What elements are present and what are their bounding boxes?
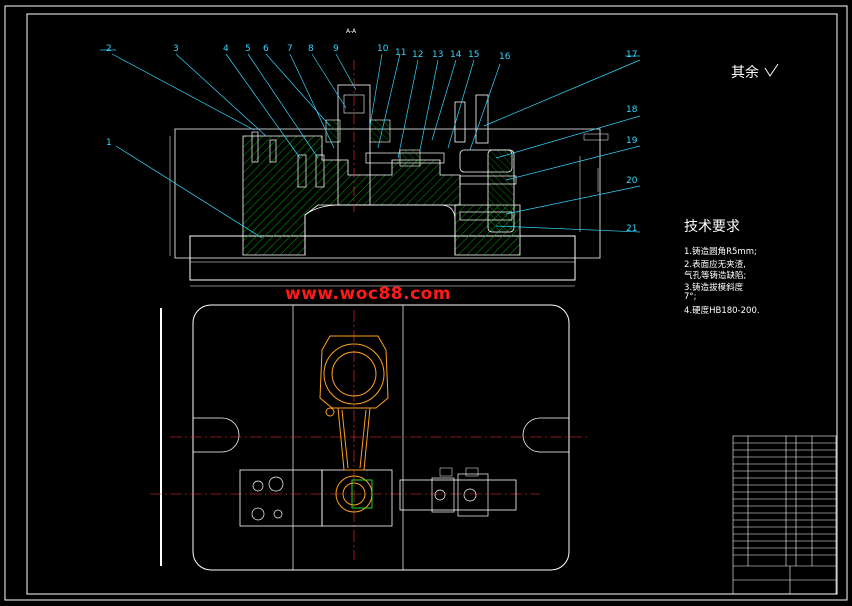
roughness-label: 其余 — [731, 65, 759, 81]
part-number-7: 7 — [287, 44, 293, 54]
part-number-13: 13 — [432, 50, 444, 60]
tech-requirement-1: 1.铸造圆角R5mm; — [684, 247, 757, 257]
part-number-15: 15 — [468, 50, 480, 60]
part-number-8: 8 — [308, 44, 314, 54]
part-number-11: 11 — [395, 48, 407, 58]
section-view — [169, 60, 609, 287]
tech-requirement-3: 3.铸造拔模斜度 — [684, 283, 744, 293]
part-number-3: 3 — [173, 44, 179, 54]
outer-border — [4, 5, 848, 601]
roughness-symbol-icon — [764, 63, 779, 77]
tech-requirements-title: 技术要求 — [684, 219, 740, 235]
tech-requirement-2: 2.表面应无夹渣, — [684, 260, 746, 270]
part-number-6: 6 — [263, 44, 269, 54]
part-number-16: 16 — [499, 52, 511, 62]
connecting-rod-workpiece — [319, 335, 389, 513]
part-number-20: 20 — [626, 176, 638, 186]
part-number-21: 21 — [626, 224, 638, 234]
part-number-2: 2 — [106, 44, 112, 54]
part-number-18: 18 — [626, 105, 638, 115]
part-number-1: 1 — [106, 138, 112, 148]
part-number-12: 12 — [412, 50, 424, 60]
section-label: A-A — [346, 28, 357, 35]
part-number-9: 9 — [333, 44, 339, 54]
part-number-19: 19 — [626, 136, 638, 146]
part-number-14: 14 — [450, 50, 462, 60]
tech-requirement-4: 4.硬度HB180-200. — [684, 306, 760, 316]
watermark: www.woc88.com — [285, 284, 452, 304]
part-number-10: 10 — [377, 44, 389, 54]
plan-view — [150, 304, 590, 571]
leader-lines — [100, 49, 641, 239]
title-block — [732, 435, 837, 595]
inner-border — [26, 13, 838, 595]
part-number-5: 5 — [245, 44, 251, 54]
tech-requirement-3b: 7°; — [684, 292, 697, 302]
part-number-17: 17 — [626, 50, 638, 60]
tech-requirement-2b: 气孔等铸造缺陷; — [684, 271, 747, 281]
part-number-4: 4 — [223, 44, 229, 54]
